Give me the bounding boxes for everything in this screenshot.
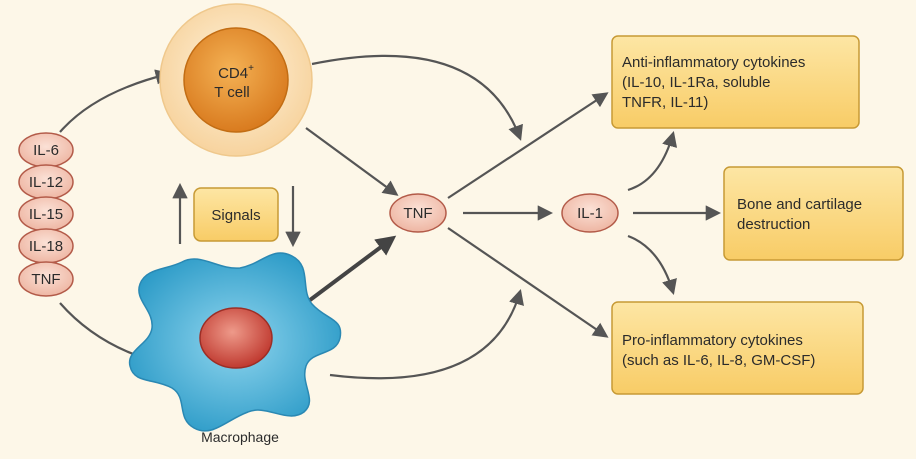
arrow-stack-to-tcell (59, 69, 171, 133)
cytokine-label: IL-15 (29, 206, 63, 223)
arrow-macro-to-pro (329, 289, 524, 380)
pro-line2: (such as IL-6, IL-8, GM-CSF) (622, 352, 815, 369)
il1-label: IL-1 (577, 205, 603, 222)
cytokine-stack: IL-6 IL-12 IL-15 IL-18 TNF (18, 132, 74, 297)
cd4-t-cell: CD4+ T cell (159, 3, 313, 157)
macrophage-label: Macrophage (201, 429, 279, 445)
pro-inflammatory-box: Pro-inflammatory cytokines (such as IL-6… (611, 301, 864, 395)
bone-line1: Bone and cartilage (737, 196, 862, 213)
macrophage-nucleus (199, 307, 273, 369)
anti-line2: (IL-10, IL-1Ra, soluble (622, 74, 770, 91)
bone-cartilage-box: Bone and cartilage destruction (723, 166, 904, 261)
anti-line3: TNFR, IL-11) (622, 94, 708, 111)
arrow-il1-to-pro (627, 234, 677, 295)
arrow-tcell-to-tnf (305, 127, 399, 196)
signals-label: Signals (211, 207, 260, 224)
cytokine-label: IL-18 (29, 238, 63, 255)
cytokine-oval: TNF (18, 261, 74, 297)
arrow-tcell-to-anti (311, 54, 523, 141)
bone-line2: destruction (737, 216, 810, 233)
macrophage: Macrophage (128, 252, 342, 445)
pro-line1: Pro-inflammatory cytokines (622, 332, 803, 349)
cytokine-oval: IL-18 (18, 228, 74, 264)
arrow-il1-to-anti (627, 131, 678, 192)
anti-inflammatory-box: Anti-inflammatory cytokines (IL-10, IL-1… (611, 35, 860, 129)
arrow-tnf-to-pro (447, 227, 609, 338)
tnf-node: TNF (389, 193, 447, 233)
arrow-tnf-to-anti (447, 92, 609, 199)
cytokine-oval: IL-12 (18, 164, 74, 200)
cytokine-label: IL-12 (29, 174, 63, 191)
cytokine-oval: IL-6 (18, 132, 74, 168)
tcell-label: CD4+ (218, 63, 254, 82)
anti-line1: Anti-inflammatory cytokines (622, 54, 805, 71)
cytokine-label: TNF (31, 271, 60, 288)
tnf-label: TNF (403, 205, 432, 222)
arrows (59, 54, 722, 380)
arrow-macro-to-tnf (304, 235, 397, 305)
signals-box: Signals (193, 187, 279, 242)
tcell-label-line2: T cell (214, 84, 250, 101)
il1-node: IL-1 (561, 193, 619, 233)
cytokine-label: IL-6 (33, 142, 59, 159)
cytokine-oval: IL-15 (18, 196, 74, 232)
